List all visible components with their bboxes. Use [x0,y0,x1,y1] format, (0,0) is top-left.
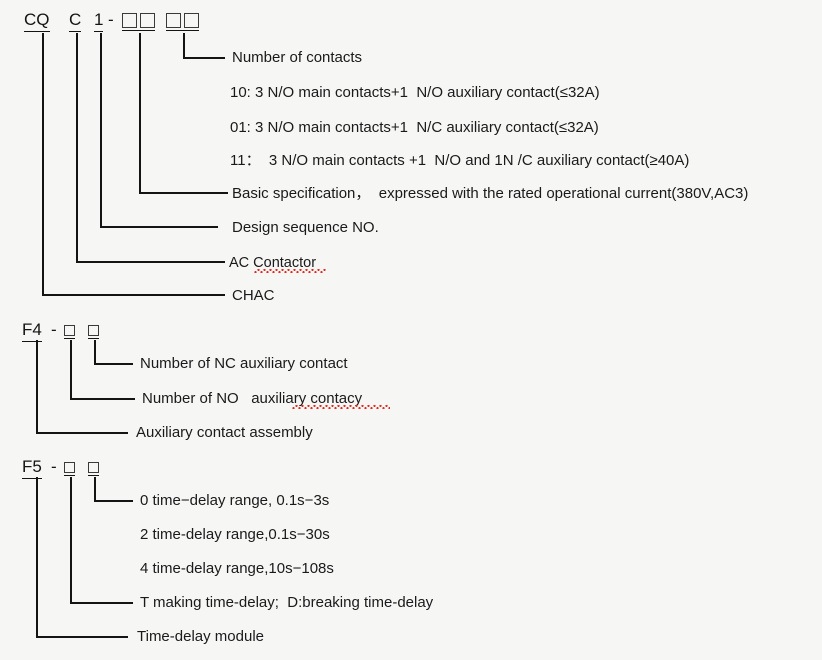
label-contacts-10: 10: 3 N/O main contacts+1 N/O auxiliary … [230,84,600,101]
leader-line-design-sequence [100,33,102,227]
leader-elbow-basic-specification [139,192,228,194]
spellcheck-squiggle-contacy [292,405,390,409]
code-box [184,13,199,28]
leader-line-making-breaking-delay [70,477,72,603]
code-box-group-2 [166,13,199,31]
code-token-dash-f5: - [51,457,57,476]
leader-line-no-auxiliary [70,340,72,399]
label-ac-contactor: AC Contactor [229,255,317,271]
code-box [88,462,99,473]
leader-line-delay-range-0 [94,477,96,501]
leader-line-chac [42,33,44,295]
leader-line-basic-specification [139,33,141,193]
label-number-of-contacts: Number of contacts [232,49,363,66]
label-delay-range-0: 0 time−delay range, 0.1s−3s [140,492,330,509]
code-token-dash: - [108,10,114,29]
leader-line-nc-auxiliary [94,340,96,364]
code-box-f4-2 [88,325,99,339]
code-box-f5-1 [64,462,75,476]
leader-elbow-making-breaking-delay [70,602,133,604]
leader-line-ac-contactor [76,33,78,262]
spellcheck-squiggle-contactor [254,269,326,273]
label-auxiliary-contact-assembly: Auxiliary contact assembly [136,424,313,441]
label-delay-range-2: 2 time-delay range,0.1s−30s [140,526,330,543]
leader-elbow-delay-range-0 [94,500,133,502]
leader-elbow-auxiliary-assembly [36,432,128,434]
label-contacts-01: 01: 3 N/O main contacts+1 N/C auxiliary … [230,119,599,136]
code-box-f4-1 [64,325,75,339]
code-box [64,325,75,336]
code-box [166,13,181,28]
code-token-dash-f4: - [51,320,57,339]
leader-elbow-chac [42,294,225,296]
label-nc-auxiliary-contact: Number of NC auxiliary contact [140,355,348,372]
code-box [122,13,137,28]
leader-elbow-design-sequence [100,226,218,228]
leader-elbow-ac-contactor [76,261,225,263]
code-token-1: 1 [94,10,104,32]
code-box-group-1 [122,13,155,31]
label-delay-range-4: 4 time-delay range,10s−108s [140,560,334,577]
code-token-f4: F4 [22,320,42,342]
leader-elbow-number-of-contacts [183,57,225,59]
code-token-f5: F5 [22,457,42,479]
leader-elbow-time-delay-module [36,636,128,638]
code-box [64,462,75,473]
code-box [88,325,99,336]
code-box [140,13,155,28]
leader-line-time-delay-module [36,477,38,637]
leader-line-number-of-contacts [183,33,185,58]
leader-elbow-no-auxiliary [70,398,135,400]
label-contacts-11: 11： 3 N/O main contacts +1 N/O and 1N /C… [230,152,690,169]
leader-elbow-nc-auxiliary [94,363,133,365]
label-design-sequence: Design sequence NO. [232,219,379,236]
label-chac: CHAC [232,287,275,304]
label-basic-specification: Basic specification， expressed with the … [232,185,749,202]
label-making-breaking-delay: T making time-delay; D:breaking time-del… [140,594,434,611]
label-time-delay-module: Time-delay module [137,628,264,645]
leader-line-auxiliary-assembly [36,340,38,433]
code-token-cq: CQ [24,10,50,32]
label-no-auxiliary-contacy: Number of NO auxiliary contacy [142,390,363,407]
code-token-c: C [69,10,82,32]
code-box-f5-2 [88,462,99,476]
